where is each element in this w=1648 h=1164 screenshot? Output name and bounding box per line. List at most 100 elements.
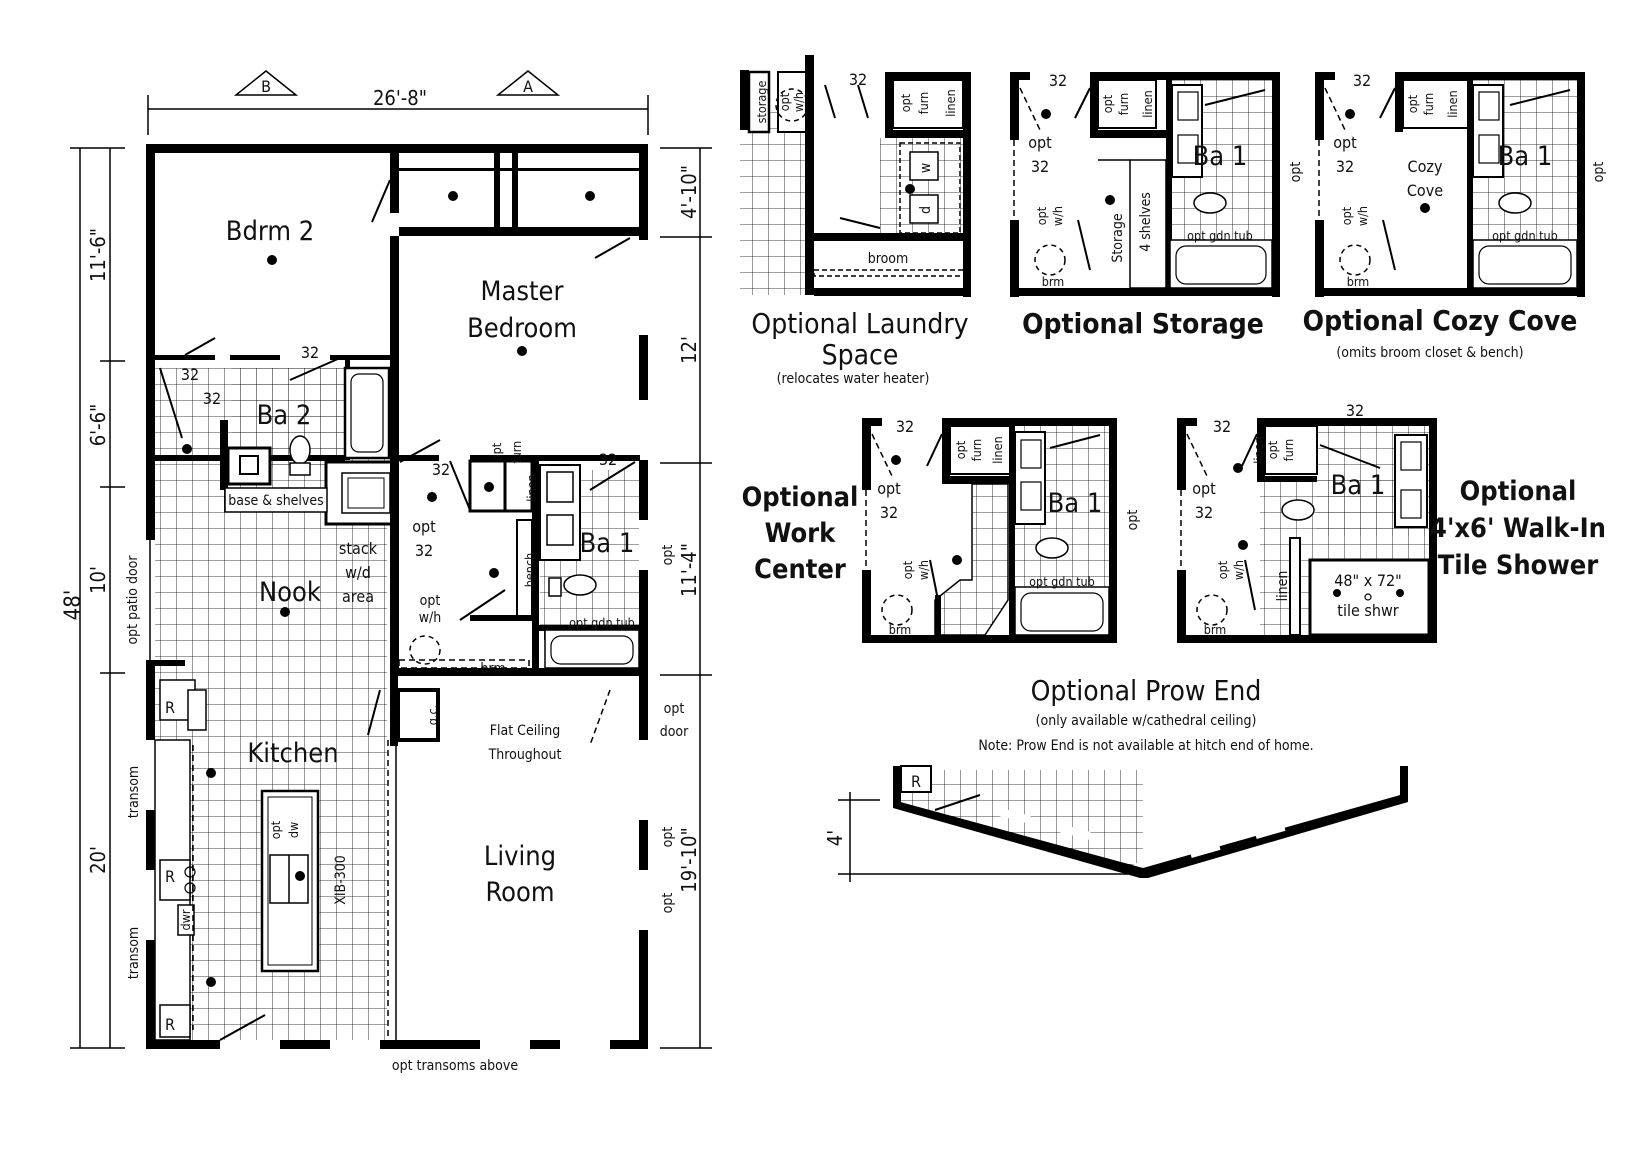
opt-wh-label-2: w/h: [791, 92, 806, 112]
option-walk-in-shower: 32 32 opt 32 opt furn linen linen opt w/…: [1177, 401, 1606, 643]
opt-wh-label-1: opt: [777, 92, 792, 111]
opt-label: opt: [1192, 479, 1216, 498]
opt-window-label: opt: [1288, 162, 1304, 183]
left-dim-2: 6'-6": [86, 404, 110, 447]
door-size-label: 32: [880, 503, 898, 522]
opt-label: opt: [1333, 133, 1357, 152]
door-size-label: 32: [1353, 71, 1371, 90]
opt-wh-label-1: opt: [1034, 206, 1049, 225]
main-floor-plan: B A 26'-8" 48' 11'-6" 6'-6" 10' 20' 4'-1…: [61, 70, 712, 1074]
opt-transoms-label: opt transoms above: [392, 1058, 518, 1074]
door-size-label: 32: [181, 365, 199, 384]
flat-ceiling-label-1: Flat Ceiling: [490, 723, 560, 739]
linen-label: linen: [1445, 90, 1460, 117]
opt-furn-label-1: opt: [1405, 94, 1420, 113]
door-size-label: 32: [415, 541, 433, 560]
stack-label-1: stack: [339, 539, 378, 558]
opt-wh-label-2: w/h: [419, 610, 442, 626]
opt-label: opt: [877, 479, 901, 498]
opt-door-label-2: door: [660, 724, 689, 740]
opt-furn-label-2: furn: [1421, 93, 1436, 116]
option-title: Work: [765, 518, 837, 549]
tile-shower-label: tile shwr: [1337, 601, 1398, 620]
opt-furn-label-1: opt: [953, 440, 968, 459]
opt-furn-label-1: opt: [1265, 440, 1280, 459]
opt-label: opt: [1028, 133, 1052, 152]
option-storage: 32 opt 32 opt furn linen opt w/h Storage…: [1010, 71, 1304, 340]
door-size-label: 32: [301, 343, 319, 362]
opt-furn-label-1: opt: [898, 93, 913, 112]
four-shelves-label: 4 shelves: [1138, 192, 1154, 252]
door-size-label: 32: [1049, 71, 1067, 90]
opt-gdn-tub-label: opt gdn tub: [1187, 228, 1253, 243]
door-size-label: 32: [599, 450, 617, 469]
opt-window-label: opt: [660, 893, 676, 914]
refrigerator-label: R: [911, 772, 921, 791]
flat-ceiling-label-2: Throughout: [488, 747, 562, 763]
transom-label: transom: [126, 766, 142, 818]
brm-label: brm: [1042, 274, 1065, 289]
right-dim-4: 19'-10": [677, 827, 701, 893]
storage-label: storage: [754, 81, 769, 124]
opt-dw-label-2: dw: [286, 822, 301, 838]
refrigerator-label: R: [165, 698, 175, 717]
overall-width: 26'-8": [373, 86, 427, 110]
option-title: Space: [822, 338, 899, 371]
linen-label: linen: [943, 89, 958, 116]
option-work-center: 32 opt 32 opt furn linen opt w/h brm Ba …: [742, 417, 1141, 643]
gc-label: g.c.: [425, 705, 440, 725]
opt-wh-label-2: w/h: [1231, 560, 1246, 580]
door-size-label: 32: [849, 70, 867, 89]
brm-label: brm: [1347, 274, 1370, 289]
opt-patio-door-label: opt patio door: [125, 555, 141, 645]
room-kitchen: Kitchen: [247, 738, 338, 769]
opt-gdn-tub-label: opt gdn tub: [1492, 228, 1558, 243]
option-title: Optional Cozy Cove: [1303, 304, 1578, 337]
section-marker-b: B: [261, 77, 271, 96]
opt-furn-label-1: opt: [1100, 94, 1115, 113]
option-prow-end: Optional Prow End (only available w/cath…: [823, 674, 1408, 882]
opt-wh-label-1: opt: [420, 593, 441, 609]
dryer-label: d: [918, 206, 934, 214]
door-size-label: 32: [432, 460, 450, 479]
opt-wh-label-2: w/h: [916, 560, 931, 580]
room-ba1: Ba 1: [1048, 488, 1103, 519]
room-master-2: Bedroom: [467, 313, 577, 344]
prow-title: Optional Prow End: [1031, 674, 1262, 707]
cozy-label: Cozy: [1408, 157, 1443, 176]
option-title: Optional Laundry: [751, 307, 968, 340]
room-living-2: Room: [485, 877, 554, 908]
transom-label: transom: [126, 927, 142, 979]
option-cozy-cove: 32 opt 32 opt furn linen opt w/h Cozy Co…: [1303, 71, 1607, 361]
room-living-1: Living: [484, 841, 556, 872]
door-size-label: 32: [1031, 157, 1049, 176]
overall-length: 48': [61, 590, 86, 621]
opt-furn-label-2: furn: [509, 441, 524, 464]
opt-wh-label-1: opt: [900, 560, 915, 579]
opt-window-label: opt: [660, 545, 676, 566]
linen-label: linen: [524, 474, 539, 501]
bench-label: bench: [522, 553, 537, 588]
room-ba1: Ba 1: [1193, 141, 1248, 172]
linen-label: linen: [1251, 436, 1266, 463]
cove-label: Cove: [1407, 181, 1443, 200]
room-master-1: Master: [481, 276, 564, 307]
opt-furn-label-1: opt: [489, 442, 504, 461]
prow-note: Note: Prow End is not available at hitch…: [978, 738, 1313, 754]
right-dim-2: 12': [677, 336, 701, 364]
linen-label: linen: [1140, 90, 1155, 117]
opt-furn-label-2: furn: [1281, 439, 1296, 462]
door-size-label: 32: [1346, 401, 1364, 420]
opt-wh-label-2: w/h: [1355, 206, 1370, 226]
brm-label: brm: [889, 622, 912, 637]
option-title: Optional Storage: [1022, 307, 1264, 340]
stack-label-2: w/d: [345, 563, 371, 582]
option-title: Optional: [742, 482, 859, 513]
opt-furn-label-2: furn: [916, 92, 931, 115]
left-dim-3: 10': [86, 566, 110, 594]
room-ba1: Ba 1: [1331, 470, 1386, 501]
brm-label: brm: [1204, 622, 1227, 637]
option-note: (omits broom closet & bench): [1336, 345, 1523, 361]
opt-window-label: opt: [1125, 510, 1141, 531]
